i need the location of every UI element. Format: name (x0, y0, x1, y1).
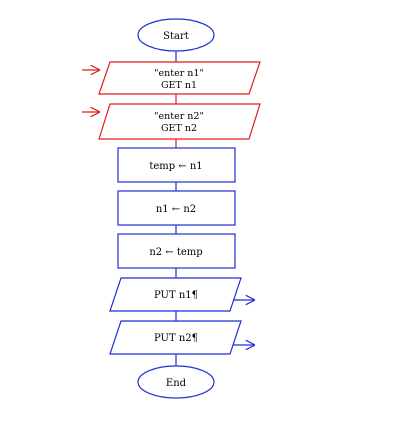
process3-label: n2 ← temp (149, 247, 202, 258)
input2-line2: GET n2 (161, 123, 197, 134)
input1-line1: "enter n1" (154, 68, 204, 79)
start-terminal: Start (137, 18, 215, 52)
input2-line1: "enter n2" (154, 111, 204, 122)
output1-shape (109, 277, 242, 312)
process3-box: n2 ← temp (117, 233, 236, 269)
input2-shape (98, 103, 261, 140)
start-label: Start (163, 31, 189, 42)
start-shape (137, 18, 215, 52)
input2-parallelogram: "enter n2" GET n2 (98, 103, 261, 140)
process1-box: temp ← n1 (117, 147, 236, 183)
process2-label: n1 ← n2 (156, 204, 196, 215)
input1-parallelogram: "enter n1" GET n1 (98, 61, 261, 95)
output2-label: PUT n2¶ (154, 333, 198, 344)
end-shape (137, 365, 215, 399)
output2-shape (109, 320, 242, 355)
process3-shape (117, 233, 236, 269)
output1-parallelogram: PUT n1¶ (109, 277, 242, 312)
process1-shape (117, 147, 236, 183)
output2-parallelogram: PUT n2¶ (109, 320, 242, 355)
output1-label: PUT n1¶ (154, 290, 198, 301)
io-arrows (82, 70, 254, 345)
input1-line2: GET n1 (161, 80, 197, 91)
process1-label: temp ← n1 (149, 161, 202, 172)
process2-shape (117, 190, 236, 226)
end-terminal: End (137, 365, 215, 399)
process2-box: n1 ← n2 (117, 190, 236, 226)
end-label: End (166, 378, 187, 389)
input1-shape (98, 61, 261, 95)
